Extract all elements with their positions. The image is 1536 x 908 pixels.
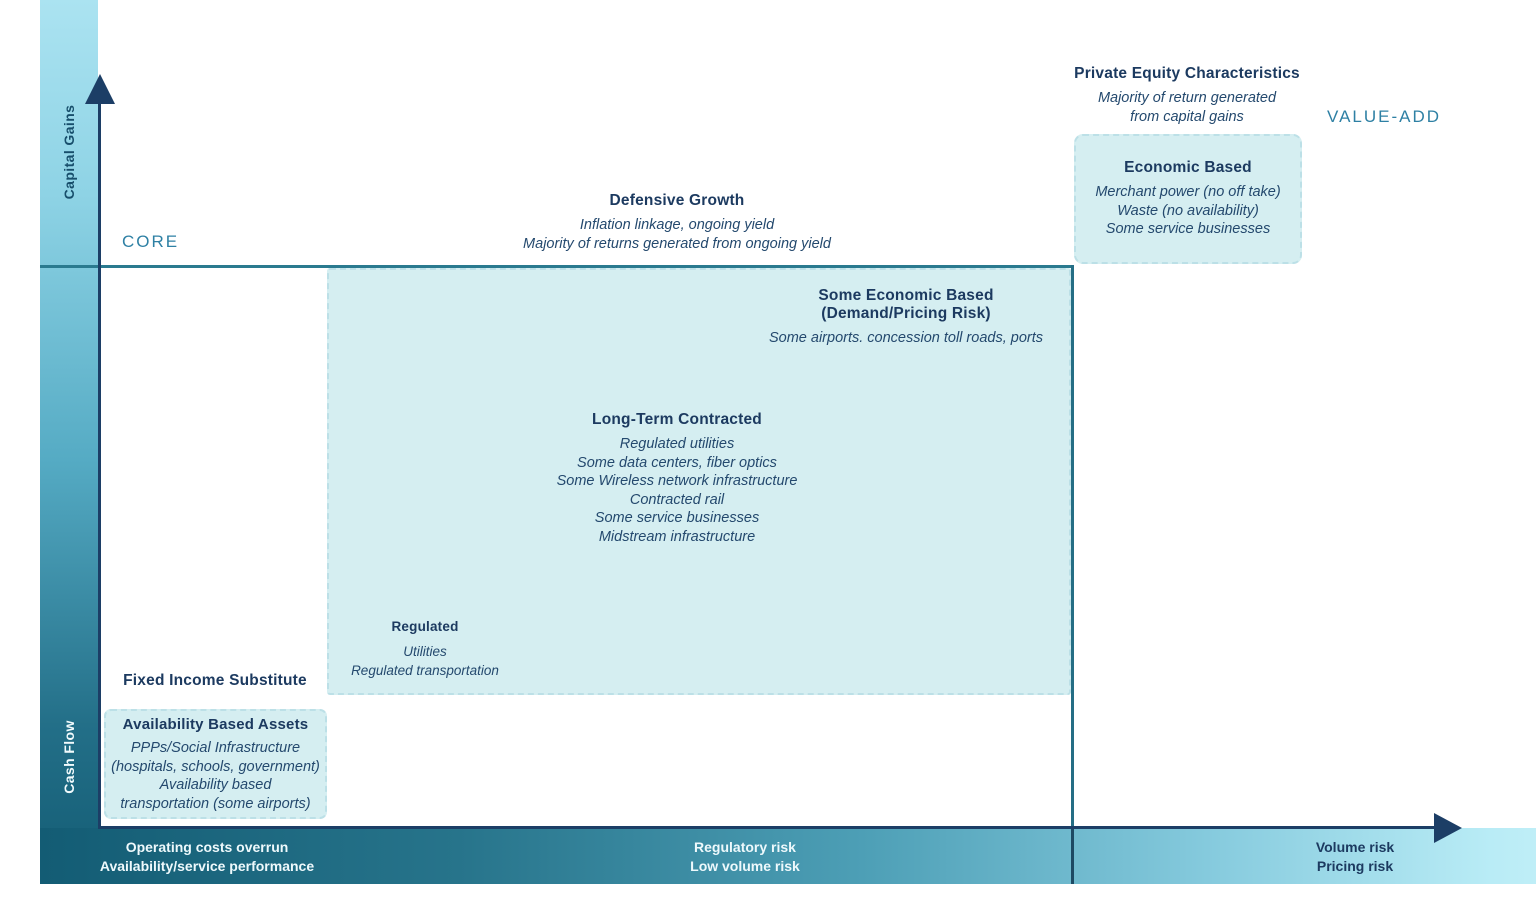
x-axis-label-left: Operating costs overrun Availability/ser…	[57, 838, 357, 876]
long-term-contracted-item: Regulated utilities	[619, 436, 735, 452]
y-axis-line	[98, 80, 101, 828]
availability-based-item: transportation (some airports)	[120, 795, 311, 812]
core-box-top-border	[40, 265, 1074, 268]
core-box-right-border-extension	[1071, 828, 1074, 884]
some-economic-based-title-line1: Some Economic Based	[818, 287, 994, 304]
availability-based-title: Availability Based Assets	[122, 716, 309, 733]
fixed-income-annotation: Fixed Income Substitute	[85, 672, 345, 696]
private-equity-line1: Majority of return generated	[1097, 90, 1277, 106]
economic-based-item: Some service businesses	[1105, 221, 1271, 237]
regulated-item: Regulated transportation	[351, 662, 499, 678]
defensive-growth-line2: Majority of returns generated from ongoi…	[523, 235, 831, 252]
availability-based-item: Availability based	[159, 777, 272, 793]
x-axis-label-left-line2: Availability/service performance	[99, 858, 315, 874]
some-economic-based-title-line2: (Demand/Pricing Risk)	[821, 305, 991, 322]
long-term-contracted-box	[327, 268, 1071, 695]
availability-based-item: PPPs/Social Infrastructure	[130, 740, 301, 756]
regulated-title: Regulated	[391, 619, 459, 634]
x-axis-line	[98, 826, 1438, 829]
some-economic-based-subtitle: Some airports. concession toll roads, po…	[768, 330, 1043, 346]
economic-based-title: Economic Based	[1124, 159, 1252, 176]
x-axis-arrowhead-icon	[1434, 813, 1462, 843]
x-axis-label-right-line1: Volume risk	[1315, 839, 1395, 855]
y-axis-arrowhead-icon	[85, 74, 115, 104]
economic-based-content: Economic Based Merchant power (no off ta…	[1074, 159, 1302, 239]
private-equity-annotation: Private Equity Characteristics Majority …	[1027, 65, 1347, 126]
x-axis-label-middle: Regulatory risk Low volume risk	[595, 838, 895, 876]
y-axis-label-cash-flow: Cash Flow	[61, 720, 77, 794]
regulated-content: Regulated Utilities Regulated transporta…	[295, 619, 555, 680]
long-term-contracted-item: Some Wireless network infrastructure	[556, 473, 798, 489]
economic-based-box	[1074, 134, 1302, 264]
long-term-contracted-item: Contracted rail	[629, 491, 725, 508]
y-axis-label-capital-gains: Capital Gains	[61, 104, 77, 200]
defensive-growth-title: Defensive Growth	[609, 192, 745, 209]
value-add-quadrant-label: VALUE-ADD	[1327, 107, 1442, 126]
long-term-contracted-item: Some data centers, fiber optics	[577, 454, 777, 471]
x-axis-gradient-band	[40, 828, 1536, 884]
long-term-contracted-item: Some service businesses	[594, 510, 760, 526]
x-axis-label-right-line2: Pricing risk	[1316, 858, 1394, 874]
x-axis-label-left-line1: Operating costs overrun	[125, 839, 289, 855]
some-economic-based-content: Some Economic Based (Demand/Pricing Risk…	[696, 287, 1116, 348]
availability-based-content: Availability Based Assets PPPs/Social In…	[94, 716, 337, 813]
y-axis-gradient-bar	[40, 0, 98, 884]
x-axis-label-middle-line2: Low volume risk	[690, 858, 800, 874]
defensive-growth-annotation: Defensive Growth Inflation linkage, ongo…	[427, 192, 927, 253]
economic-based-item: Waste (no availability)	[1117, 202, 1259, 219]
core-box-right-border	[1071, 265, 1074, 828]
regulated-item: Utilities	[403, 644, 447, 659]
core-quadrant-label: CORE	[122, 232, 180, 251]
long-term-contracted-title: Long-Term Contracted	[592, 411, 762, 428]
economic-based-item: Merchant power (no off take)	[1095, 184, 1281, 200]
private-equity-line2: from capital gains	[1130, 108, 1244, 125]
availability-based-item: (hospitals, schools, government)	[111, 758, 320, 775]
private-equity-title: Private Equity Characteristics	[1074, 65, 1300, 82]
fixed-income-title: Fixed Income Substitute	[123, 672, 307, 689]
x-axis-label-middle-line1: Regulatory risk	[694, 839, 796, 855]
long-term-contracted-content: Long-Term Contracted Regulated utilities…	[467, 411, 887, 546]
availability-based-assets-box	[104, 709, 327, 819]
x-axis-label-right: Volume risk Pricing risk	[1205, 838, 1505, 876]
long-term-contracted-item: Midstream infrastructure	[598, 528, 756, 545]
defensive-growth-line1: Inflation linkage, ongoing yield	[579, 217, 775, 233]
